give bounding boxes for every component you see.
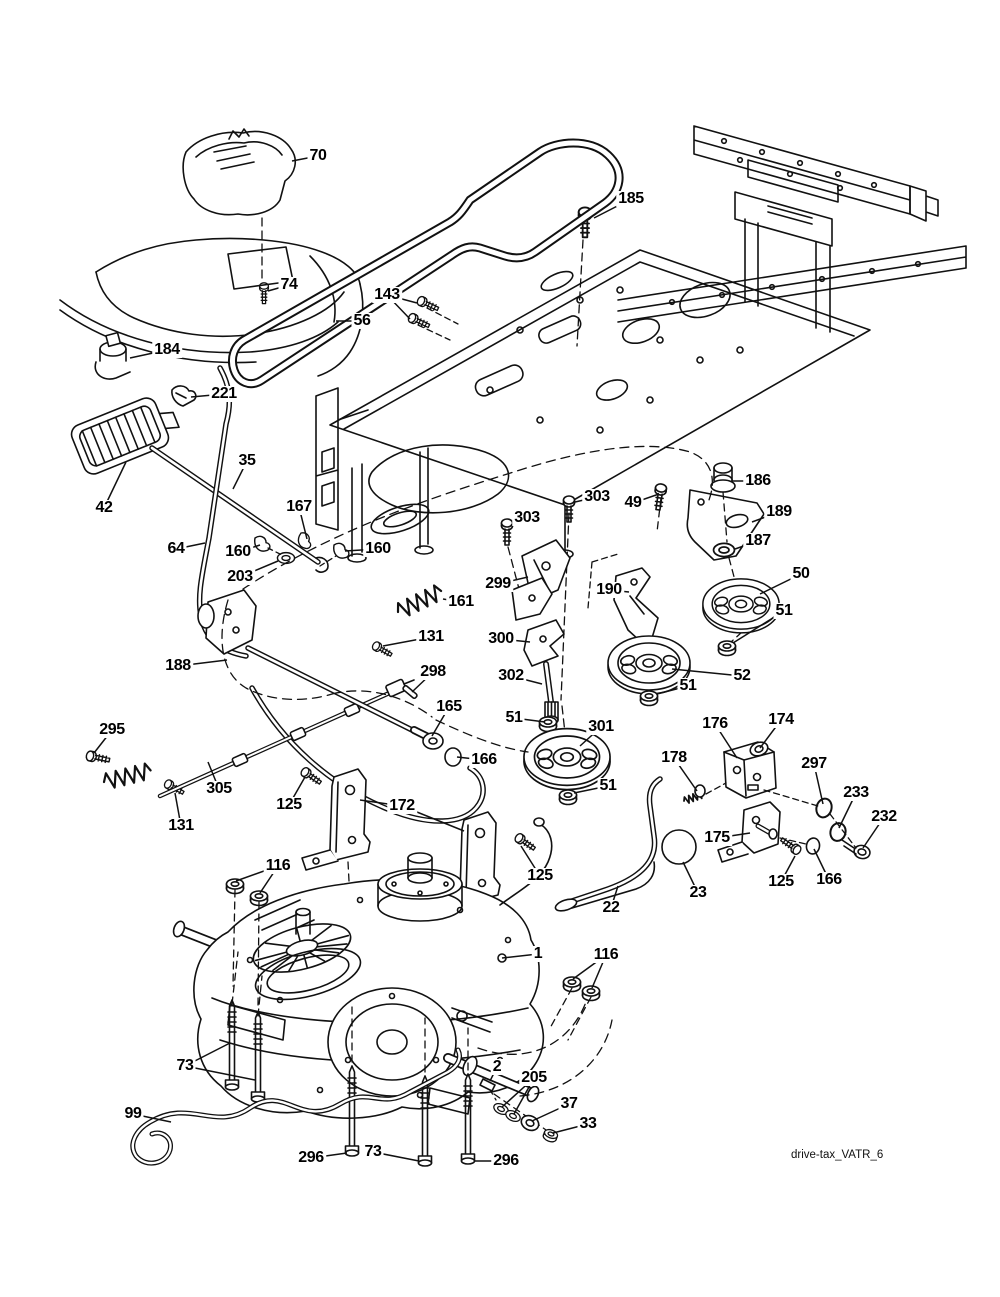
assembly-guide-lines [221,445,714,1097]
leader-line [501,953,539,959]
leader-line [239,560,279,578]
leader-line [759,719,782,749]
leader-line [190,393,225,398]
leader-line [237,544,261,553]
leader-line [751,511,780,523]
leader-line [608,589,630,593]
leader-line [500,638,531,643]
leader-line [184,1042,231,1067]
leader-line [513,717,546,723]
leader-line [632,493,660,504]
leader-line [610,885,619,909]
drive-belt [227,138,624,389]
leader-line [520,845,541,877]
leader-line [759,573,802,595]
leader-line [780,855,796,883]
leader-line [656,685,689,695]
leader-line [310,1152,348,1159]
leader-line [359,799,403,807]
leader-line [298,506,308,540]
leader-line [671,668,743,677]
leader-line [456,756,485,761]
leader-line [207,761,220,790]
leader-line [174,792,182,827]
leader-line [574,496,598,503]
leader-line [291,155,319,162]
leader-line [579,726,602,747]
leader-line [411,671,434,693]
leader-line [344,548,379,552]
leader-line [177,659,228,667]
leader-line [716,832,751,839]
leader-line [682,861,699,894]
idler-cluster [393,462,780,806]
leader-line [510,517,528,526]
leader-line [838,792,857,829]
hood-and-insert [59,128,364,377]
leader-line [552,1123,589,1134]
leader-line [489,1066,498,1082]
leader-line [862,816,885,849]
leader-line [372,1151,420,1162]
leader-line [175,542,206,550]
leader-line [232,460,248,490]
leader-line [184,1065,256,1081]
leader-line [732,610,785,644]
leader-line [103,461,127,509]
figure-code: drive-tax_VATR_6 [791,1149,884,1161]
right-cluster [554,741,871,912]
transaxle [172,817,553,1119]
leader-line [431,706,450,737]
leader-line [593,198,632,219]
leader-line [813,848,830,881]
leader-line [813,763,824,805]
leader-line [382,636,432,647]
leader-line [442,598,462,603]
leader-line [510,675,543,685]
leader-line [267,284,290,292]
leader-line [401,805,465,832]
leader-line [513,1077,535,1115]
leader-line [501,1077,535,1108]
leader-line [132,1113,172,1123]
leader-line [673,757,698,792]
leader-line [573,785,609,794]
leader-line [288,776,306,806]
leader-line [129,349,168,359]
leader-line [259,865,279,894]
leader-line [531,1103,570,1122]
leader-line [235,865,279,882]
mount-hardware [130,878,601,1167]
leader-line [93,729,113,754]
leader-line [734,540,759,550]
leader-line [497,576,529,585]
leader-line [714,723,738,759]
